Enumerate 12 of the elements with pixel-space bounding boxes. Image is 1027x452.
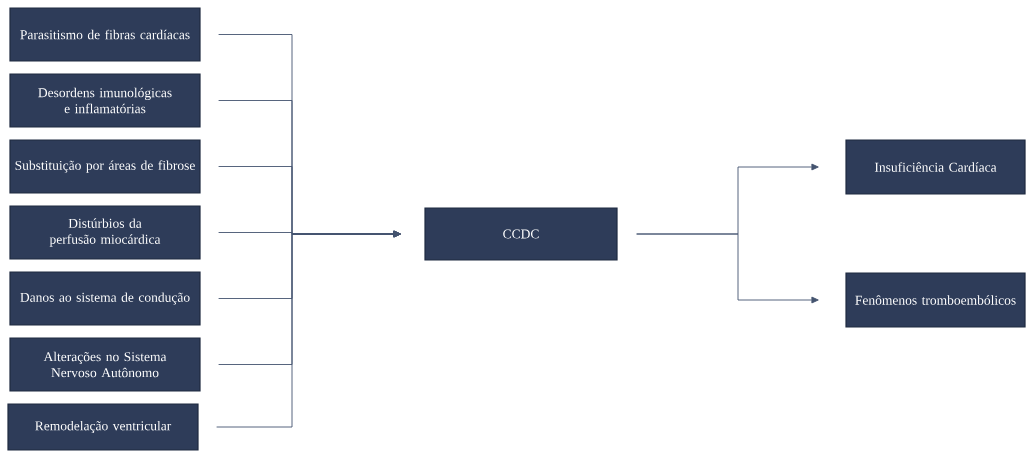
process-box: Alterações no Sistema Nervoso Autônomo	[9, 337, 201, 392]
process-box: Distúrbios da perfusão miocárdica	[9, 205, 201, 260]
connector-arrow	[216, 230, 401, 428]
process-box: Substituição por áreas de fibrose	[9, 139, 201, 194]
process-box: Danos ao sistema de condução	[9, 271, 201, 326]
connector-arrow	[636, 233, 819, 304]
process-box: Remodelação ventricular	[7, 403, 199, 451]
process-box: Insuficiência Cardíaca	[845, 139, 1026, 195]
process-box: CCDC	[424, 207, 618, 261]
process-box: Parasitismo de fibras cardíacas	[9, 7, 201, 62]
process-box: Desordens imunológicas e inflamatórias	[9, 73, 201, 128]
process-box: Fenômenos tromboembólicos	[845, 272, 1026, 328]
